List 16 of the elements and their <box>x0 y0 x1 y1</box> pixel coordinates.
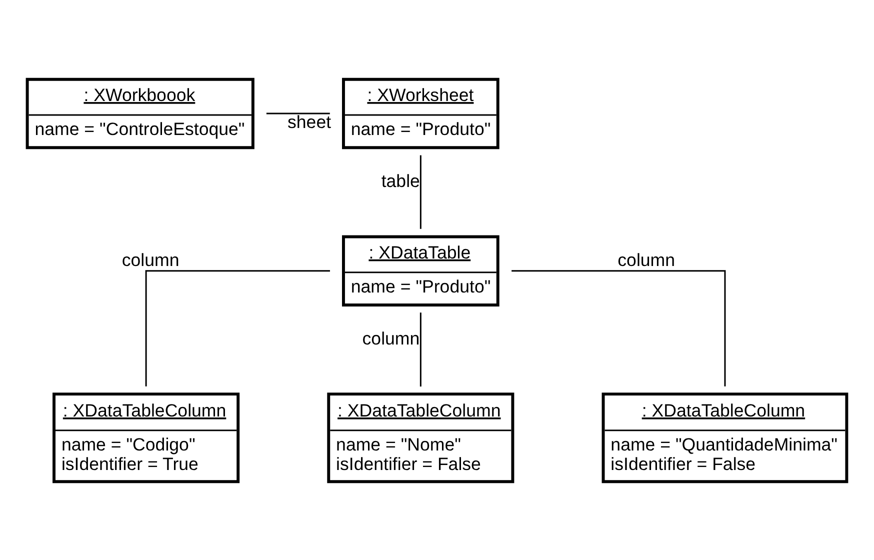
node-box: : XDataTableColumn name = "Nome" isIdentifier = False <box>327 392 514 483</box>
edge-label: sheet <box>288 111 332 132</box>
edge-label: column <box>618 249 676 270</box>
edge-label: table <box>381 170 420 191</box>
connector <box>420 312 422 386</box>
connector <box>266 112 330 114</box>
connector <box>512 270 726 386</box>
node-box: : XDataTable name = "Produto" <box>342 234 500 306</box>
edge-label: column <box>362 328 420 348</box>
node-box: : XWorkboook name = "ControleEstoque" <box>26 77 254 149</box>
node-box: : XDataTableColumn name = "QuantidadeMinima" isIdentifier = False <box>602 392 848 483</box>
node-box: : XDataTableColumn name = "Codigo" isIdentifier = True <box>52 392 240 483</box>
edge-label: column <box>122 249 180 270</box>
connector <box>145 270 330 386</box>
connector <box>420 154 422 228</box>
node-box: : XWorksheet name = "Produto" <box>342 77 500 149</box>
